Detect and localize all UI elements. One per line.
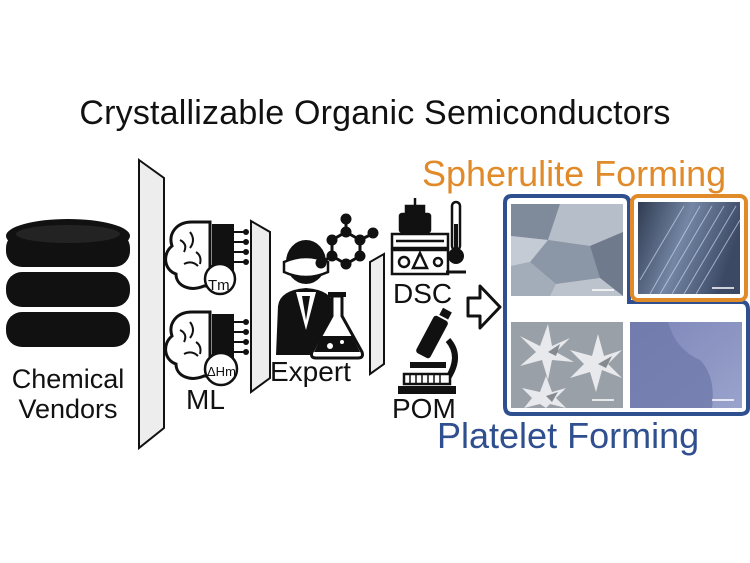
star-micrograph: [511, 322, 623, 408]
molecule-icon: [315, 213, 379, 270]
chemical-vendors-label: Chemical Vendors: [2, 364, 134, 424]
vendors-line-2: Vendors: [18, 394, 118, 424]
spherulite-forming-label: Spherulite Forming: [422, 153, 727, 194]
filter-plane-3: [369, 252, 385, 376]
arrow-right-icon: [466, 284, 502, 330]
grain-micrograph: [511, 204, 623, 296]
smooth-micrograph: [630, 322, 742, 408]
ml-label: ML: [186, 384, 225, 415]
filter-plane-1: [138, 158, 165, 451]
pom-label: POM: [392, 393, 456, 424]
dsc-label: DSC: [393, 278, 453, 309]
vendors-line-1: Chemical: [11, 364, 125, 394]
dsc-instrument-icon: [390, 198, 450, 276]
microscope-icon: [398, 307, 458, 394]
tm-symbol: Tm: [208, 277, 230, 294]
thermometer-icon: [446, 200, 466, 274]
spherulite-frame: [630, 194, 748, 302]
flask-icon: [310, 292, 364, 360]
brain-chip-icon: [164, 220, 249, 296]
striated-micrograph: [638, 202, 741, 295]
platelet-forming-label: Platelet Forming: [437, 415, 700, 456]
dh-symbol: ΔHm: [207, 364, 236, 379]
platelet-frame: [503, 194, 750, 416]
page-title: Crystallizable Organic Semiconductors: [79, 94, 671, 132]
database-icon: [6, 219, 130, 347]
brain-chip-icon: [164, 310, 249, 387]
filter-plane-2: [250, 219, 271, 394]
expert-label: Expert: [270, 356, 351, 387]
